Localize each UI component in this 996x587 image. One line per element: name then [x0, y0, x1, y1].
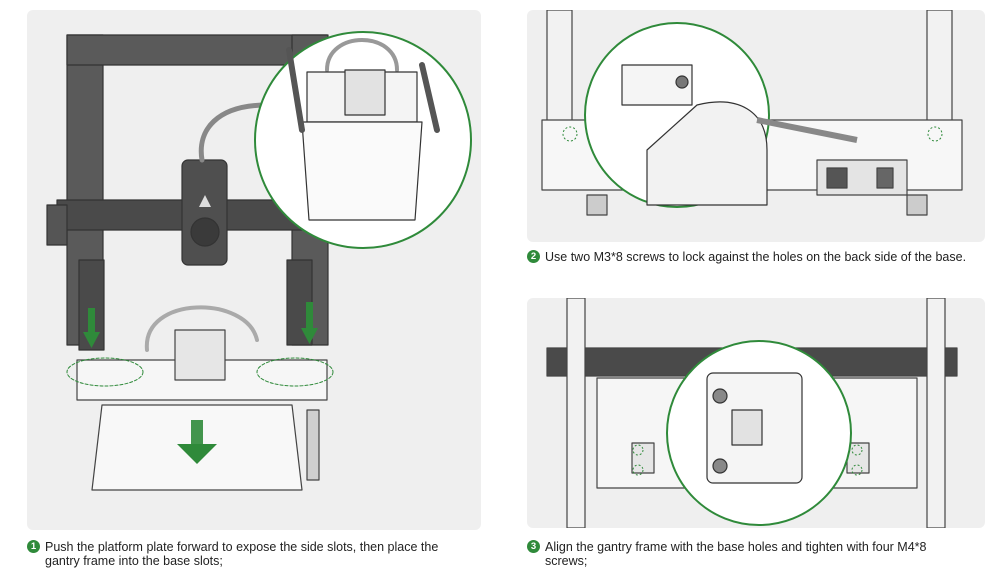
step-number-badge: 2: [527, 250, 540, 263]
print-head: [181, 102, 270, 266]
screw-hole-highlights: [562, 126, 943, 142]
step2-illustration: [527, 10, 985, 242]
down-arrows: [83, 302, 318, 464]
step-text: Use two M3*8 screws to lock against the …: [545, 250, 967, 264]
step3-illustration: [527, 298, 985, 528]
zoom-detail-circle: [666, 340, 852, 526]
step-text: Push the platform plate forward to expos…: [45, 540, 439, 568]
zoom-detail-circle: [584, 22, 858, 208]
step1-illustration: [27, 10, 481, 530]
step-number-badge: 1: [27, 540, 40, 553]
screw-highlights: [632, 444, 863, 476]
step3-caption: 3 Align the gantry frame with the base h…: [527, 540, 967, 568]
slot-highlights: [66, 357, 334, 387]
step2-caption: 2 Use two M3*8 screws to lock against th…: [527, 250, 992, 264]
step1-caption: 1 Push the platform plate forward to exp…: [27, 540, 467, 568]
zoom-detail-circle: [254, 31, 472, 249]
step-number-badge: 3: [527, 540, 540, 553]
step-text: Align the gantry frame with the base hol…: [545, 540, 927, 568]
